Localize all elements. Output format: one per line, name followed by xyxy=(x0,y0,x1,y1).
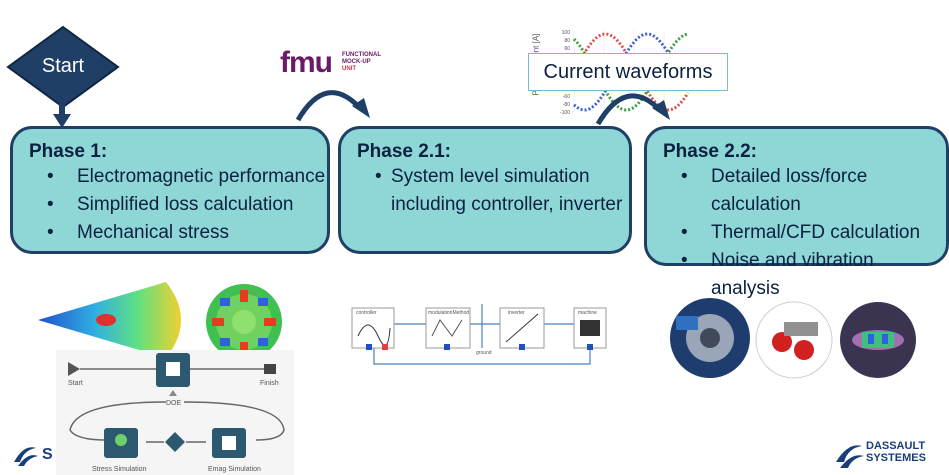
waveform-tick-label: -80 xyxy=(563,102,570,108)
waveform-label: Current waveforms xyxy=(543,61,713,83)
workflow-finish-label: Finish xyxy=(260,380,279,387)
workflow-emag-label: Emag Simulation xyxy=(208,466,261,473)
dassault-logo-left-text: S xyxy=(42,446,53,463)
system-block-diagram xyxy=(351,304,607,365)
fmu-line1: FUNCTIONAL xyxy=(342,52,381,58)
dassault-line2: SYSTEMES xyxy=(866,452,926,464)
phase-2-2-item: Thermal/CFD calculation xyxy=(663,219,946,247)
workflow-stress-label: Stress Simulation xyxy=(92,466,147,473)
phase-1-box: Phase 1: Electromagnetic performance Sim… xyxy=(10,126,330,254)
phase-2-2-item: Detailed loss/force calculation xyxy=(663,163,946,219)
waveform-tick-label: -100 xyxy=(560,110,570,116)
block-modulation-label: modulationMethod xyxy=(428,310,470,316)
phase-2-2-title: Phase 2.2: xyxy=(663,141,757,162)
phase-1-item: Mechanical stress xyxy=(29,219,327,247)
phase-2-1-box: Phase 2.1: System level simulation inclu… xyxy=(338,126,632,254)
fmu-line2: MOCK-UP xyxy=(342,59,371,65)
fmu-line3: UNIT xyxy=(342,66,356,72)
phase-1-item: Simplified loss calculation xyxy=(29,191,327,219)
waveform-curved-arrow xyxy=(595,93,670,126)
workflow-doe-label: DOE xyxy=(166,400,182,407)
dassault-logo-left-icon xyxy=(14,447,38,466)
phase-2-2-item: Noise and vibration analysis xyxy=(663,247,946,303)
fmu-logo: fmu xyxy=(280,46,333,80)
phase-1-item: Electromagnetic performance xyxy=(29,163,327,191)
block-controller-label: controller xyxy=(356,310,377,316)
workflow-start-label: Start xyxy=(68,380,83,387)
start-arrow xyxy=(53,98,71,128)
waveform-tick-label: 100 xyxy=(562,30,571,36)
waveform-tick-label: 80 xyxy=(564,38,570,44)
dassault-line1: DASSAULT xyxy=(866,440,926,452)
phase-2-1-item: System level simulation including contro… xyxy=(357,163,629,219)
fmu-wordmark: fmu xyxy=(280,46,333,79)
workflow-connectors xyxy=(68,353,285,458)
waveform-tick-label: -60 xyxy=(563,94,570,100)
dassault-logo-right-text: DASSAULT SYSTEMES xyxy=(866,440,926,464)
stress-fan-image xyxy=(38,282,181,358)
dassault-logo-right-icon xyxy=(836,445,864,468)
vibration-mode-render xyxy=(840,302,916,378)
fmu-curved-arrow xyxy=(295,90,370,122)
block-machine-label: machine xyxy=(578,310,597,316)
phase-1-title: Phase 1: xyxy=(29,141,108,162)
block-inverter-label: inverter xyxy=(508,310,525,316)
cfd-cooling-render xyxy=(755,301,833,379)
fmu-caption: FUNCTIONAL MOCK-UP UNIT xyxy=(342,52,381,73)
block-ground-label: ground xyxy=(476,350,492,356)
phase-2-2-box: Phase 2.2: Detailed loss/force calculati… xyxy=(644,126,949,299)
waveform-tick-label: 60 xyxy=(564,46,570,52)
start-label: Start xyxy=(41,55,85,77)
waveform-label-box: Current waveforms xyxy=(528,53,728,91)
motor-cross-section-image xyxy=(206,284,282,360)
phase-2-1-title: Phase 2.1: xyxy=(357,141,451,162)
motor-assembly-render xyxy=(670,298,750,378)
